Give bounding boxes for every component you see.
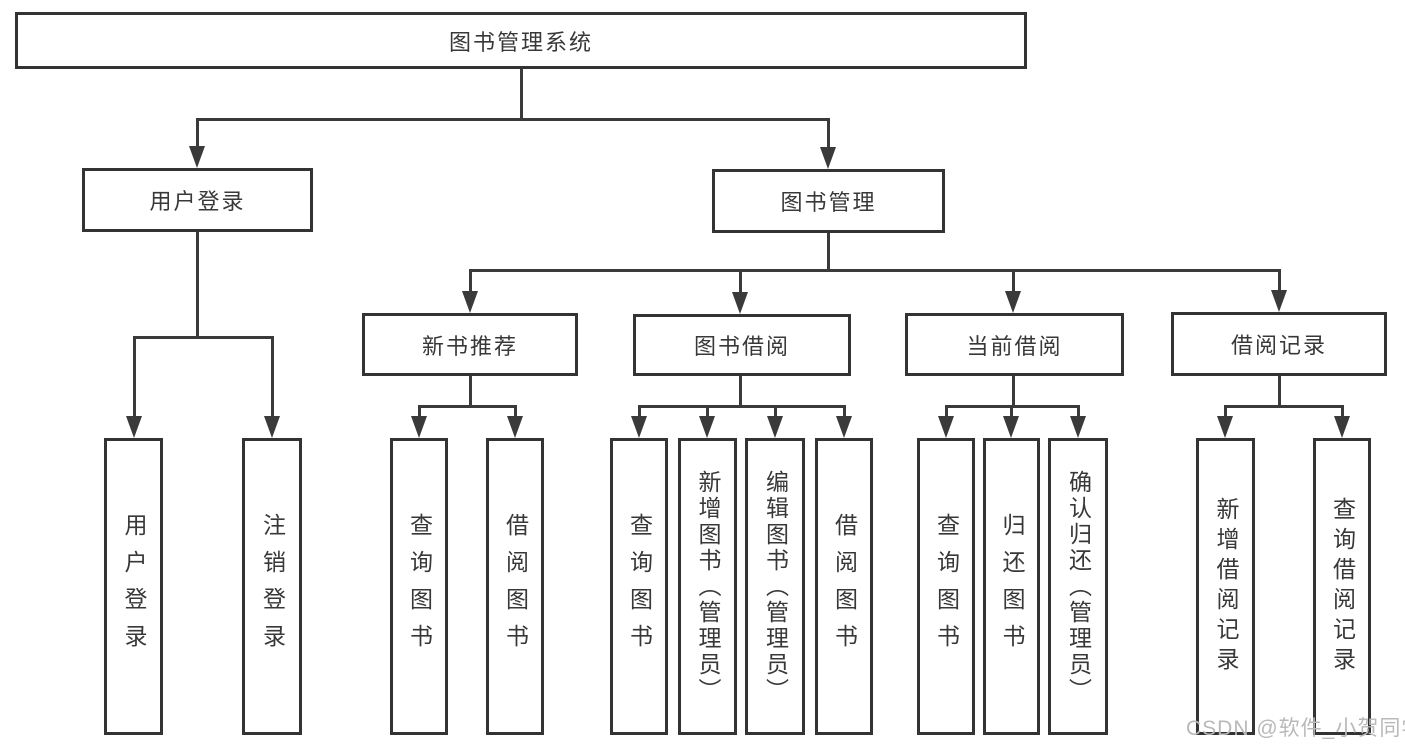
connector-line-vertical (271, 336, 274, 418)
arrowhead-down-icon (938, 416, 954, 438)
node-current-borrowing: 当前借阅 (905, 313, 1124, 376)
arrowhead-down-icon (732, 292, 748, 314)
connector-line-vertical (1278, 269, 1281, 292)
arrowhead-down-icon (767, 416, 783, 438)
node-new-book-recommendation: 新书推荐 (362, 313, 578, 376)
leaf-label: 确认归还（管理员） (1065, 469, 1092, 704)
arrowhead-down-icon (1271, 290, 1287, 312)
connector-line-vertical (739, 269, 742, 294)
connector-line-horizontal (196, 118, 829, 121)
csdn-watermark: CSDN @软件_小贺同学 (1186, 717, 1405, 740)
connector-line-vertical (418, 405, 421, 418)
arrowhead-down-icon (462, 291, 478, 313)
connector-line-vertical (1278, 375, 1281, 405)
leaf-user-login: 用户登录 (104, 438, 163, 735)
arrowhead-down-icon (1217, 416, 1233, 438)
connector-line-vertical (843, 405, 846, 418)
arrowhead-down-icon (699, 416, 715, 438)
connector-line-vertical (514, 405, 517, 418)
node-book-borrowing: 图书借阅 (633, 314, 851, 376)
leaf-query-books-borrow: 查询图书 (610, 438, 668, 735)
arrowhead-down-icon (507, 416, 523, 438)
node-book-management: 图书管理 (712, 169, 945, 233)
leaf-logout: 注销登录 (242, 438, 302, 735)
connector-line-vertical (469, 376, 472, 405)
node-user-login: 用户登录 (82, 168, 313, 232)
connector-line-horizontal (133, 336, 274, 339)
leaf-borrow-books: 借阅图书 (815, 438, 873, 735)
arrowhead-down-icon (1005, 291, 1021, 313)
arrowhead-down-icon (189, 146, 205, 168)
connector-line-vertical (739, 375, 742, 405)
leaf-label: 编辑图书（管理员） (762, 469, 789, 704)
connector-line-vertical (1077, 405, 1080, 418)
arrowhead-down-icon (264, 416, 280, 438)
node-label: 图书管理 (780, 190, 877, 215)
node-label: 当前借阅 (966, 333, 1063, 359)
leaf-query-books-recommend: 查询图书 (390, 438, 448, 735)
leaf-label: 归还图书 (999, 512, 1025, 661)
arrowhead-down-icon (1334, 416, 1350, 438)
leaf-label: 新增借阅记录 (1213, 496, 1239, 677)
connector-line-vertical (520, 69, 523, 118)
connector-line-vertical (706, 405, 709, 418)
node-label: 借阅记录 (1230, 333, 1327, 358)
connector-line-vertical (827, 118, 830, 150)
leaf-label: 借阅图书 (831, 512, 858, 661)
leaf-label: 查询图书 (933, 512, 960, 661)
leaf-label: 用户登录 (121, 512, 147, 661)
connector-line-vertical (196, 118, 199, 148)
leaf-edit-books-admin: 编辑图书（管理员） (745, 438, 805, 735)
connector-line-vertical (1010, 405, 1013, 418)
leaf-add-borrow-record: 新增借阅记录 (1196, 438, 1255, 735)
arrowhead-down-icon (1003, 416, 1019, 438)
leaf-label: 新增图书（管理员） (695, 469, 721, 704)
leaf-label: 查询图书 (626, 512, 653, 661)
arrowhead-down-icon (836, 416, 852, 438)
connector-line-vertical (1341, 405, 1344, 418)
arrowhead-down-icon (411, 416, 427, 438)
arrowhead-down-icon (1070, 416, 1086, 438)
node-label: 新书推荐 (421, 333, 518, 359)
node-library-management-system: 图书管理系统 (15, 12, 1027, 69)
connector-line-vertical (945, 405, 948, 418)
connector-line-horizontal (1224, 405, 1344, 408)
node-label: 图书管理系统 (448, 29, 593, 55)
arrowhead-down-icon (126, 416, 142, 438)
leaf-add-books-admin: 新增图书（管理员） (678, 438, 737, 735)
connector-line-vertical (1012, 376, 1015, 405)
connector-line-horizontal (638, 405, 846, 408)
connector-line-vertical (638, 405, 641, 418)
leaf-borrow-books-recommend: 借阅图书 (486, 438, 544, 735)
connector-line-vertical (196, 232, 199, 336)
leaf-label: 借阅图书 (502, 512, 529, 661)
leaf-query-books-current: 查询图书 (917, 438, 975, 735)
connector-line-horizontal (945, 405, 1080, 408)
leaf-label: 注销登录 (259, 512, 286, 661)
arrowhead-down-icon (631, 416, 647, 438)
connector-line-vertical (133, 336, 136, 418)
connector-line-vertical (1224, 405, 1227, 418)
arrowhead-down-icon (820, 147, 836, 169)
leaf-confirm-return-admin: 确认归还（管理员） (1048, 438, 1108, 735)
leaf-label: 查询借阅记录 (1329, 496, 1356, 677)
node-borrowing-records: 借阅记录 (1171, 312, 1387, 376)
connector-line-vertical (774, 405, 777, 418)
leaf-label: 查询图书 (406, 512, 433, 661)
connector-line-vertical (827, 233, 830, 272)
leaf-query-borrow-record: 查询借阅记录 (1313, 438, 1371, 735)
connector-line-vertical (1012, 269, 1015, 293)
leaf-return-books: 归还图书 (983, 438, 1040, 735)
connector-line-horizontal (469, 269, 1281, 272)
node-label: 用户登录 (149, 189, 246, 214)
connector-line-vertical (469, 269, 472, 293)
connector-line-horizontal (418, 405, 517, 408)
node-label: 图书借阅 (693, 334, 790, 359)
